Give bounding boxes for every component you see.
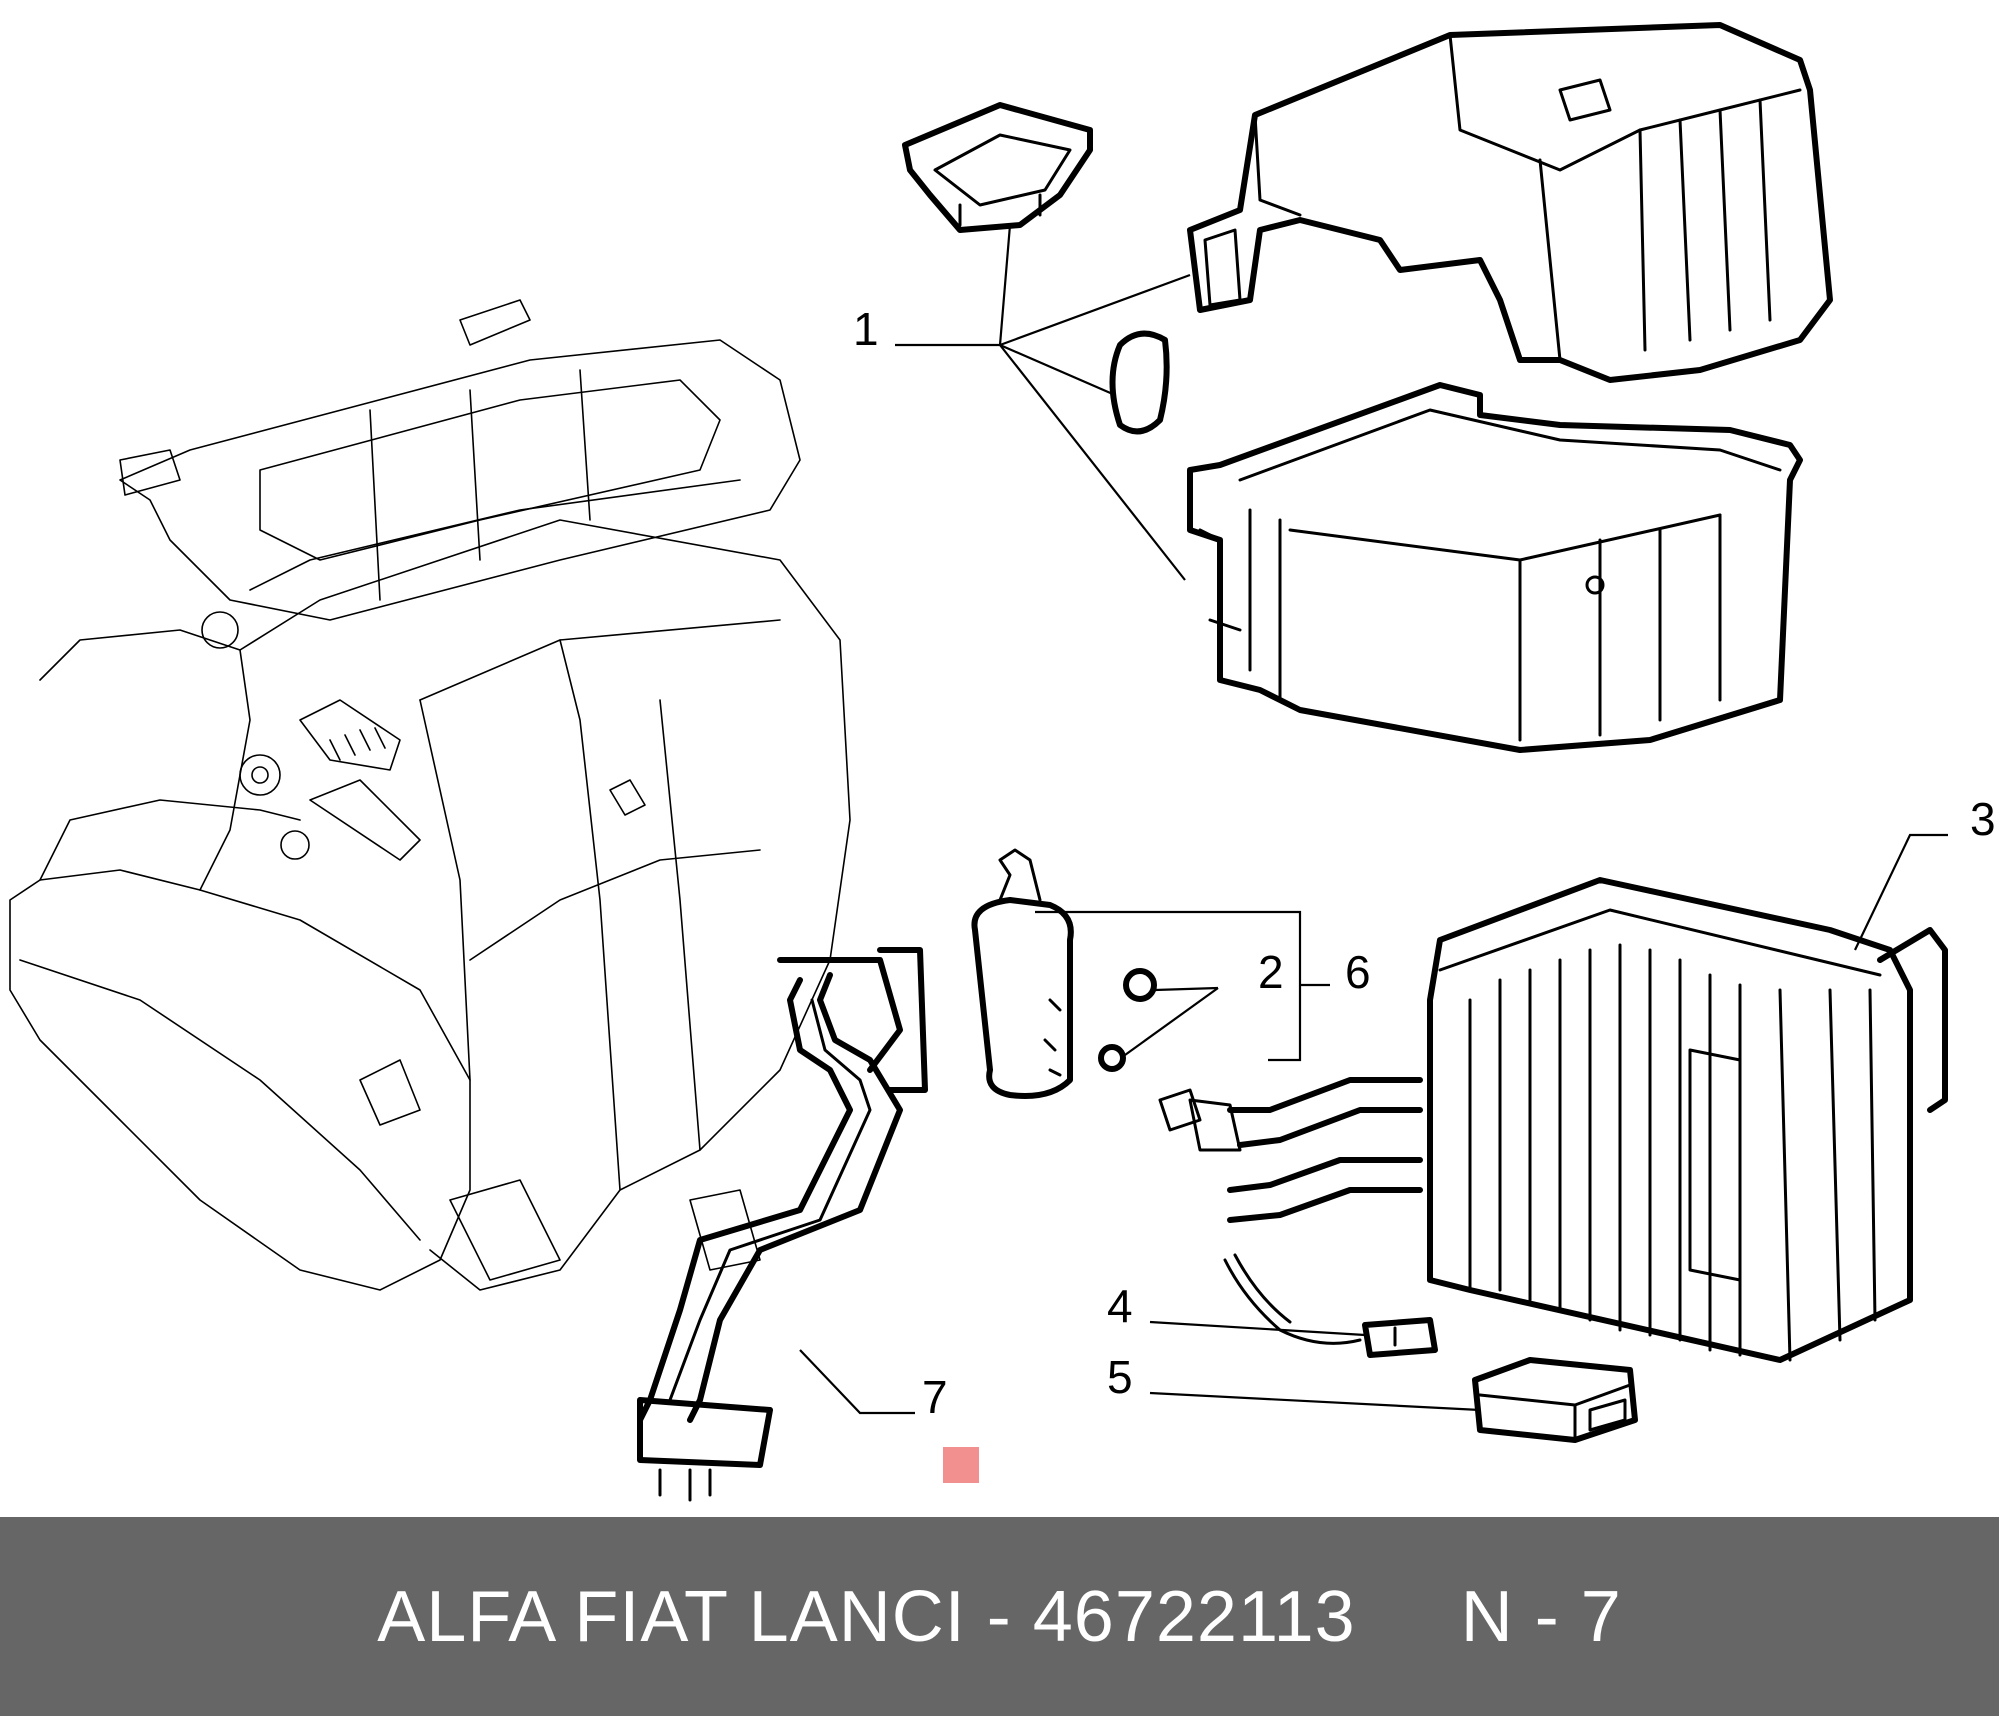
callout-7: 7: [922, 1371, 948, 1423]
footer-bar: ALFA FIAT LANCI - 46722113 N - 7: [0, 1517, 1999, 1716]
callout-2: 2: [1258, 946, 1284, 998]
part-7-ac-pipe: [637, 947, 928, 1502]
parts-diagram: 1 2 3 4 5 6 7: [9, 22, 1996, 1502]
part-1-seal-kit: [902, 22, 1833, 753]
callout-4: 4: [1107, 1280, 1133, 1332]
callout-5: 5: [1107, 1351, 1133, 1403]
diagram-canvas: 1 2 3 4 5 6 7: [9, 22, 1996, 1502]
part-2-o-rings: [1098, 968, 1157, 1072]
part-6-receiver-drier: [971, 848, 1074, 1099]
hvac-housing: [9, 299, 851, 1291]
part-3-evaporator: [1158, 877, 1948, 1363]
part-number-caption: ALFA FIAT LANCI - 46722113 N - 7: [377, 1576, 1622, 1657]
part-5-resistor: [1472, 1357, 1638, 1443]
callout-3: 3: [1970, 793, 1996, 845]
callout-6: 6: [1345, 946, 1371, 998]
leader-lines: [799, 224, 1948, 1415]
highlight-marker: [943, 1447, 979, 1483]
callout-1: 1: [853, 303, 879, 355]
part-4-temperature-sensor: [1223, 1253, 1438, 1358]
